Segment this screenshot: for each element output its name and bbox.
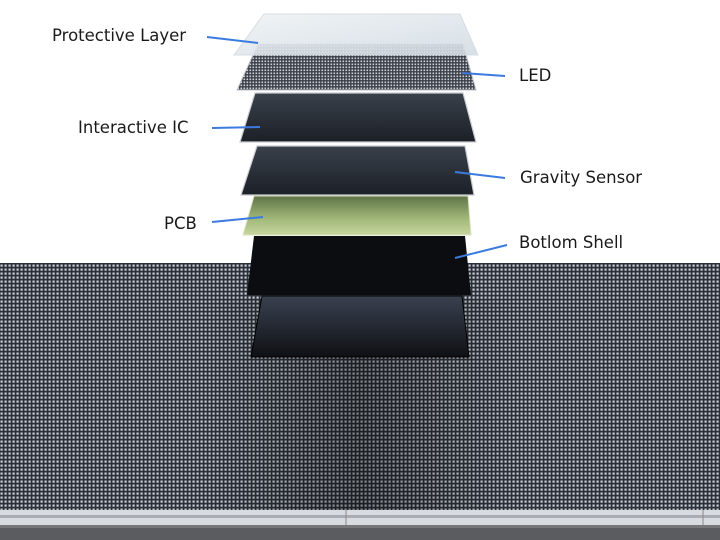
floor-cavity bbox=[250, 295, 470, 358]
pcb-layer bbox=[242, 195, 472, 236]
label-pcb: PCB bbox=[164, 214, 197, 233]
label-bottom-shell: Botlom Shell bbox=[519, 233, 624, 252]
leader-line-led bbox=[461, 72, 506, 77]
leader-line-protective-layer bbox=[206, 36, 259, 44]
leader-line-pcb bbox=[211, 216, 264, 223]
bottom-shell-layer bbox=[247, 236, 471, 295]
label-gravity-sensor: Gravity Sensor bbox=[520, 168, 643, 187]
label-led: LED bbox=[519, 66, 552, 85]
label-protective-layer: Protective Layer bbox=[52, 26, 187, 45]
interactive-ic-layer bbox=[239, 92, 477, 143]
leader-lines bbox=[206, 36, 508, 259]
label-interactive-ic: Interactive IC bbox=[78, 118, 189, 137]
leader-line-interactive-ic bbox=[211, 126, 261, 129]
leader-line-gravity-sensor bbox=[454, 171, 506, 179]
leader-line-bottom-shell bbox=[454, 244, 508, 259]
gravity-sensor-layer bbox=[240, 145, 475, 196]
protective-layer bbox=[233, 13, 479, 56]
